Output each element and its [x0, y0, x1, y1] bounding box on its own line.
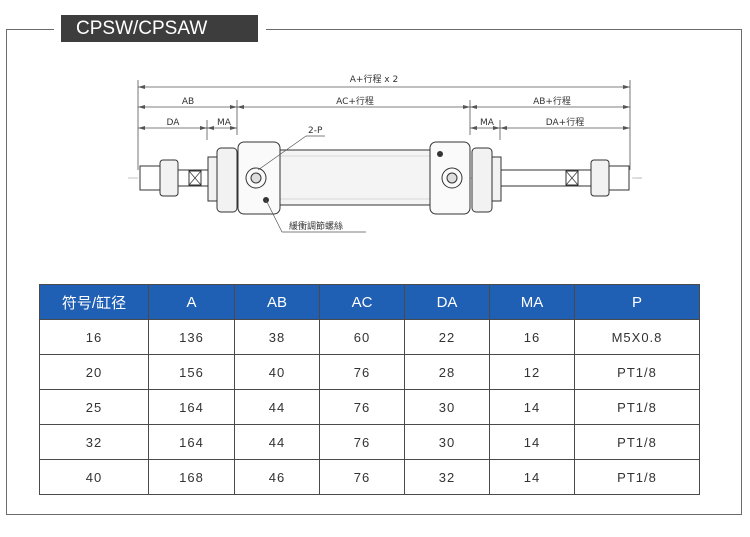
cylinder-drawing: A+行程 x 2 AB AC+行程 AB+行程 DA MA MA DA+行程 2…	[128, 73, 642, 233]
page-title: CPSW/CPSAW	[61, 15, 258, 42]
table-cell: 28	[404, 354, 490, 390]
header-bore: 符号/缸径	[39, 284, 149, 320]
table-cell: 44	[234, 389, 320, 425]
table-cell: 76	[319, 424, 405, 460]
table-cell: 32	[39, 424, 149, 460]
table-cell: 40	[234, 354, 320, 390]
header-ab: AB	[234, 284, 320, 320]
table-cell: 32	[404, 459, 490, 495]
table-cell: 22	[404, 319, 490, 355]
label-da-left: DA	[167, 118, 181, 128]
table-cell: 76	[319, 354, 405, 390]
table-cell: 25	[39, 389, 149, 425]
table-cell: 168	[148, 459, 235, 495]
table-cell: 30	[404, 389, 490, 425]
table-cell: 60	[319, 319, 405, 355]
table-row: 40 168 46 76 32 14 PT1/8	[39, 459, 700, 495]
spec-table: 符号/缸径 A AB AC DA MA P 16 136 38 60 22 16…	[39, 284, 700, 495]
table-row: 20 156 40 76 28 12 PT1/8	[39, 354, 700, 390]
header-ma: MA	[489, 284, 575, 320]
label-da-stroke-right: DA+行程	[546, 116, 584, 128]
table-cell: 164	[148, 389, 235, 425]
table-cell: 76	[319, 459, 405, 495]
table-cell: 12	[489, 354, 575, 390]
table-cell: 30	[404, 424, 490, 460]
table-cell: PT1/8	[574, 459, 700, 495]
table-cell: PT1/8	[574, 354, 700, 390]
table-cell: 16	[39, 319, 149, 355]
label-ma-right: MA	[480, 118, 495, 128]
table-cell: 46	[234, 459, 320, 495]
table-cell: 136	[148, 319, 235, 355]
label-ab-left: AB	[182, 97, 194, 107]
label-ma-left: MA	[217, 118, 232, 128]
table-cell: 164	[148, 424, 235, 460]
label-ab-stroke-right: AB+行程	[533, 95, 571, 107]
header-ac: AC	[319, 284, 405, 320]
table-cell: PT1/8	[574, 389, 700, 425]
table-row: 25 164 44 76 30 14 PT1/8	[39, 389, 700, 425]
table-cell: 14	[489, 389, 575, 425]
header-da: DA	[404, 284, 490, 320]
label-cushion-screw: 緩衝調節螺絲	[289, 220, 343, 232]
label-port: 2-P	[308, 126, 323, 136]
header-p: P	[574, 284, 700, 320]
table-cell: 40	[39, 459, 149, 495]
table-row: 32 164 44 76 30 14 PT1/8	[39, 424, 700, 460]
table-cell: 44	[234, 424, 320, 460]
table-cell: M5X0.8	[574, 319, 700, 355]
table-cell: 20	[39, 354, 149, 390]
content-frame	[6, 29, 742, 515]
table-cell: 16	[489, 319, 575, 355]
table-header-row: 符号/缸径 A AB AC DA MA P	[39, 284, 700, 320]
label-ac-stroke: AC+行程	[336, 95, 374, 107]
table-row: 16 136 38 60 22 16 M5X0.8	[39, 319, 700, 355]
table-cell: 76	[319, 389, 405, 425]
table-cell: 14	[489, 424, 575, 460]
table-cell: PT1/8	[574, 424, 700, 460]
label-a-stroke-x2: A+行程 x 2	[350, 73, 398, 85]
header-a: A	[148, 284, 235, 320]
table-cell: 14	[489, 459, 575, 495]
table-cell: 156	[148, 354, 235, 390]
table-cell: 38	[234, 319, 320, 355]
